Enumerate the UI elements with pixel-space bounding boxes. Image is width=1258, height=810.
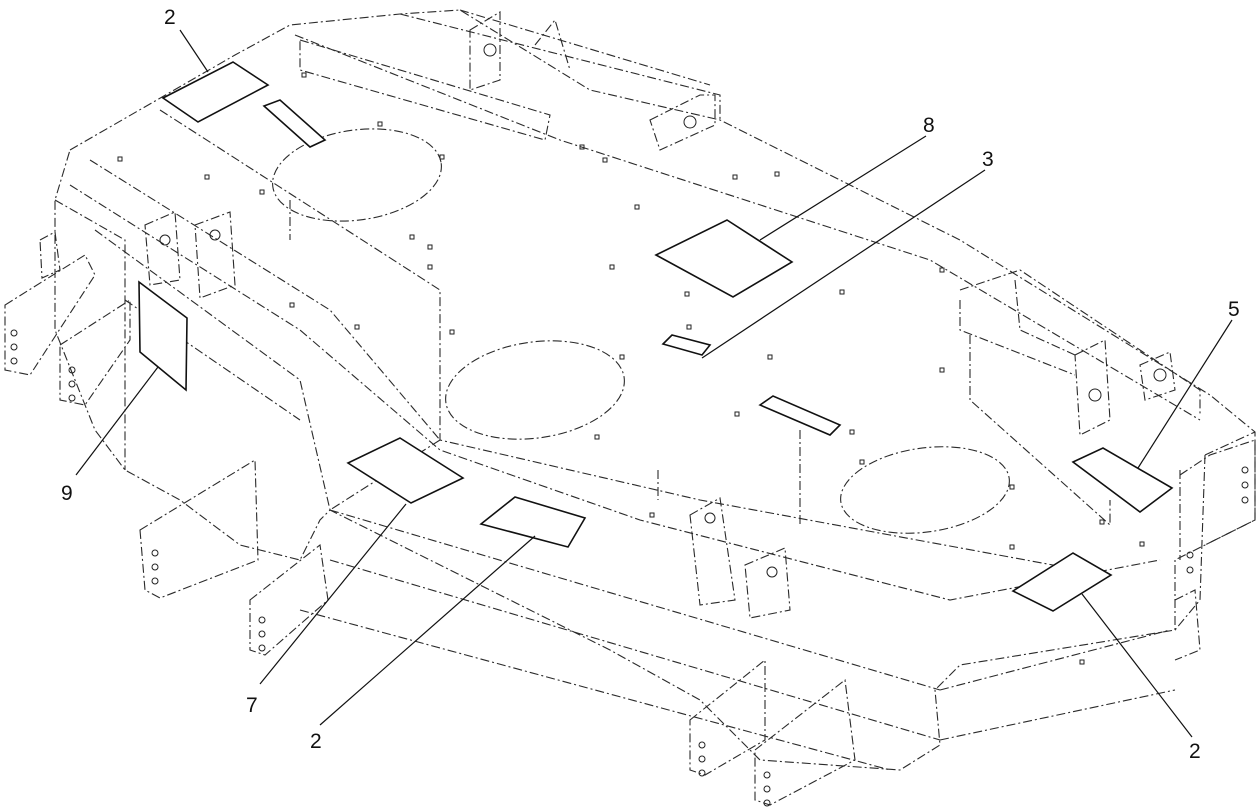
callout-labels: 2 8 3 5 9 7 2 2 [61, 6, 1240, 763]
decal-7 [346, 437, 465, 504]
decal-2-top-left [161, 61, 270, 123]
decal-center [758, 395, 842, 436]
decal-small-top-left [262, 99, 327, 148]
deck-bolt-holes [117, 72, 1145, 665]
decal-5 [1071, 447, 1174, 513]
callout-2-top-left: 2 [164, 6, 176, 29]
callout-2-bottom: 2 [310, 730, 322, 753]
decal-9 [138, 280, 188, 392]
decal-2-bottom-right [1011, 552, 1113, 612]
decal-3 [661, 334, 712, 356]
spindle-openings [272, 128, 1010, 534]
callout-2-bottom-right: 2 [1189, 740, 1201, 763]
callout-9: 9 [61, 482, 73, 505]
decals [138, 61, 1174, 612]
callout-8: 8 [923, 114, 935, 137]
callout-5: 5 [1228, 298, 1240, 321]
callout-7: 7 [246, 694, 258, 717]
decal-2-bottom [479, 496, 587, 548]
left-mount-brackets [4, 211, 329, 656]
rear-hinge-bar [299, 9, 1201, 436]
deck-outline [54, 9, 1256, 771]
front-mount-brackets [689, 439, 1256, 807]
callout-3: 3 [982, 148, 994, 171]
leader-lines [75, 29, 1233, 738]
decal-8 [654, 219, 794, 298]
